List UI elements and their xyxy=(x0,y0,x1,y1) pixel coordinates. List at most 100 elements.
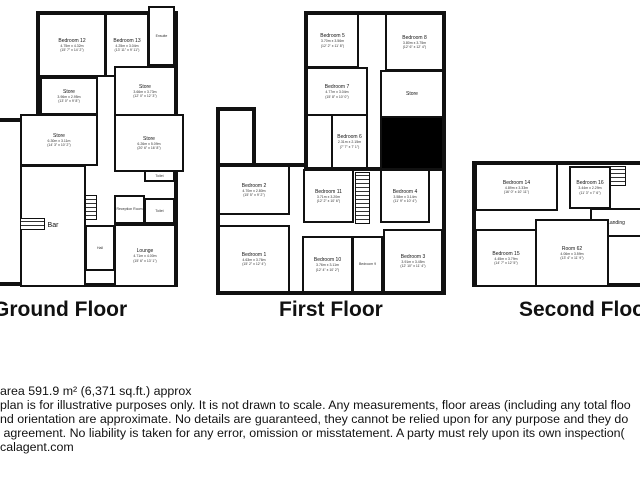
room-dims: 3.71m x 3.20m xyxy=(316,194,341,199)
stairs xyxy=(610,166,626,186)
disclaimer-line: agreement. No liability is taken for any… xyxy=(0,426,625,440)
room-name: Bedroom 7 xyxy=(324,84,350,90)
room-name: Bedroom 12 xyxy=(58,37,86,44)
room-name: Lounge xyxy=(136,248,154,254)
room-name: Bedroom 6 xyxy=(337,134,362,140)
room-name: Landing xyxy=(607,219,625,226)
room-dims-ft: (11' 9" x 10' 4") xyxy=(393,199,417,203)
room-name: Store xyxy=(406,91,418,97)
room-name: Bedroom 9 xyxy=(358,262,377,267)
room-name: Store xyxy=(143,135,155,142)
first-floor-title: First Floor xyxy=(279,298,383,321)
total-area: area 591.9 m² (6,371 sq.ft.) approx xyxy=(0,384,192,398)
room-name: Hall xyxy=(96,245,104,250)
room-dims-ft: (15' 5" x 9' 2") xyxy=(243,193,265,197)
room-dims: 4.89m x 3.33m xyxy=(504,185,529,190)
room-dims-ft: (13' 0" x 9' 8") xyxy=(58,99,80,103)
room-dims-ft: (12' 10" x 11' 4") xyxy=(400,264,426,268)
room-dims-ft: (12' 6" x 12' 4") xyxy=(402,45,427,49)
room-name: Reception Room xyxy=(116,207,143,212)
room-dims-ft: (15' 7" x 14' 2") xyxy=(60,48,84,52)
room-toilet-1: Toilet xyxy=(144,170,175,182)
disclaimer-line: nd orientation are approximate. No detai… xyxy=(0,412,629,426)
second-floor-title: Second Floor xyxy=(519,298,640,321)
room-name: Store xyxy=(53,132,65,139)
room-dims: 4.06m x 3.59m xyxy=(560,251,584,256)
room-dims: 3.80m x 3.75m xyxy=(402,40,427,45)
room-dims: 4.63m x 3.76m xyxy=(242,257,266,262)
room-name: Bedroom 13 xyxy=(113,37,141,44)
agent-link[interactable]: calagent.com xyxy=(0,440,74,454)
room-dims: 3.44m x 2.29m xyxy=(578,186,602,190)
stairs xyxy=(85,195,97,220)
room-dims: 3.58m x 3.14m xyxy=(393,194,417,199)
room-dims: 4.75m x 4.32m xyxy=(60,43,84,48)
room-name: Bedroom 15 xyxy=(492,250,520,257)
room-ensuite: Ensuite xyxy=(148,6,175,66)
stairs xyxy=(20,218,45,230)
room-name: Store xyxy=(63,88,75,95)
room-name: Bedroom 8 xyxy=(402,34,427,41)
room-name: Bedroom 4 xyxy=(392,188,418,195)
room-dims-ft: (16' 0" x 10' 11") xyxy=(503,190,530,194)
room-dims-ft: (7' 7" x 7' 1") xyxy=(339,144,360,149)
room-name: Bedroom 11 xyxy=(315,188,342,195)
room-dims-ft: (11' 3" x 7' 6") xyxy=(579,190,601,195)
room-hall: Hall xyxy=(85,225,115,271)
room-name: Bedroom 1 xyxy=(241,251,267,258)
room-name: Bedroom 3 xyxy=(400,253,426,260)
stairs xyxy=(355,172,370,224)
room-name: Bedroom 14 xyxy=(502,179,531,186)
room-name: Bedroom 10 xyxy=(313,257,342,263)
room-dims-ft: (12' 0" x 12' 3") xyxy=(133,94,157,98)
room-dims: 3.91m x 3.45m xyxy=(401,259,425,264)
room-name: Bedroom 16 xyxy=(576,180,604,186)
room-dims: 4.71m x 4.00m xyxy=(133,254,157,258)
room-dims-ft: (15' 2" x 12' 4") xyxy=(242,262,266,266)
room-dims-ft: (13' 11" x 9' 11") xyxy=(114,48,140,52)
room-name: Toilet xyxy=(155,173,164,178)
room-dims: 3.96m x 2.95m xyxy=(57,94,81,99)
room-name: Bedroom 5 xyxy=(320,33,345,39)
room-dims: 3.70m x 3.56m xyxy=(320,39,345,43)
room-dims-ft: (14' 7" x 12' 5") xyxy=(494,261,518,265)
room-dims: 4.77m x 3.04m xyxy=(325,90,349,94)
room-store: Store xyxy=(380,70,444,118)
room-dims: 2.31m x 2.15m xyxy=(337,140,362,144)
disclaimer: area 591.9 m² (6,371 sq.ft.) approx plan… xyxy=(0,384,631,454)
room-dims: 6.26m x 5.09m xyxy=(137,141,161,146)
void-area xyxy=(380,116,444,170)
room-dims-ft: (15' 6" x 13' 1") xyxy=(133,258,157,263)
room-dims-ft: (13' 4" x 11' 9") xyxy=(560,256,584,260)
room-toilet-2: Toilet xyxy=(144,198,175,224)
disclaimer-line: plan is for illustrative purposes only. … xyxy=(0,398,631,412)
room-dims: 6.30m x 3.11m xyxy=(47,138,71,143)
room-name: Room 62 xyxy=(561,245,583,252)
room-name: Toilet xyxy=(155,208,164,213)
room-name: Bar xyxy=(47,222,59,229)
room-name: Ensuite xyxy=(155,33,168,38)
room-dims: 4.45m x 3.79m xyxy=(494,256,518,261)
room-bedroom-9: Bedroom 9 xyxy=(352,236,383,293)
room-dims: 4.25m x 3.04m xyxy=(115,43,139,48)
room-dims: 4.70m x 2.80m xyxy=(242,188,266,193)
